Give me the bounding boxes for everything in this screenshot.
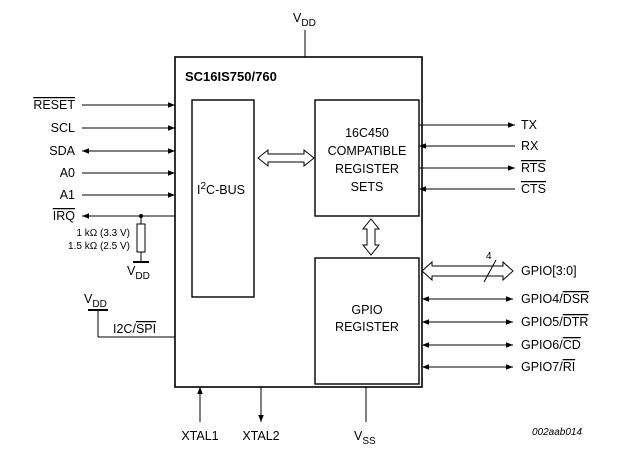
i2c-bus-block: I2C-BUS	[191, 99, 255, 298]
pin-tx: TX	[419, 118, 538, 132]
svg-text:REGISTER: REGISTER	[335, 320, 399, 334]
svg-text:XTAL1: XTAL1	[181, 429, 218, 443]
svg-text:GPIO5/DTR: GPIO5/DTR	[521, 315, 588, 329]
register-sets-block: 16C450 COMPATIBLE REGISTER SETS	[314, 99, 420, 217]
svg-text:GPIO7/RI: GPIO7/RI	[521, 360, 575, 374]
pin-a1: A1	[60, 188, 175, 202]
pin-rx: RX	[419, 139, 539, 153]
pin-sda: SDA	[49, 144, 175, 158]
pin-gpio5-dtr: GPIO5/DTR	[422, 315, 588, 329]
pin-gpio7-ri: GPIO7/RI	[422, 360, 575, 374]
pin-scl: SCL	[51, 121, 175, 135]
internal-bus-i2c-register	[257, 148, 315, 168]
svg-text:VDD: VDD	[293, 11, 316, 29]
pin-reset: RESET	[33, 98, 175, 112]
figure-id: 002aab014	[532, 427, 582, 438]
gpio-register-block: GPIO REGISTER	[314, 257, 420, 385]
svg-text:IRQ: IRQ	[53, 209, 76, 223]
svg-text:COMPATIBLE: COMPATIBLE	[328, 144, 407, 158]
svg-text:GPIO[3:0]: GPIO[3:0]	[521, 264, 577, 278]
svg-text:16C450: 16C450	[345, 126, 389, 140]
svg-text:RTS: RTS	[521, 161, 546, 175]
svg-text:GPIO: GPIO	[351, 303, 383, 317]
svg-text:VDD: VDD	[84, 292, 107, 310]
svg-text:1 kΩ (3.3 V): 1 kΩ (3.3 V)	[76, 228, 130, 239]
vss-pin: VSS	[354, 387, 376, 447]
svg-text:SETS: SETS	[351, 180, 384, 194]
pin-cts: CTS	[419, 182, 546, 196]
svg-text:GPIO4/DSR: GPIO4/DSR	[521, 292, 589, 306]
pin-irq: IRQ	[53, 209, 175, 223]
svg-text:I2C-BUS: I2C-BUS	[197, 181, 245, 197]
svg-text:SDA: SDA	[49, 144, 75, 158]
svg-text:A0: A0	[60, 166, 75, 180]
svg-text:RX: RX	[521, 139, 539, 153]
gpio-bus-0-3: 4 GPIO[3:0]	[421, 251, 577, 283]
vdd-top-pin: VDD	[293, 11, 316, 57]
chip-outline	[174, 56, 423, 388]
pin-xtal1: XTAL1	[181, 387, 219, 443]
pin-a0: A0	[60, 166, 175, 180]
svg-text:SCL: SCL	[51, 121, 75, 135]
svg-text:I2C/SPI: I2C/SPI	[113, 322, 156, 336]
svg-text:REGISTER: REGISTER	[335, 162, 399, 176]
svg-text:TX: TX	[521, 118, 538, 132]
internal-bus-register-gpio	[361, 218, 381, 256]
svg-text:A1: A1	[60, 188, 75, 202]
chip-title: SC16IS750/760	[185, 69, 277, 84]
svg-text:VSS: VSS	[354, 429, 376, 447]
svg-text:VDD: VDD	[127, 264, 150, 282]
svg-text:XTAL2: XTAL2	[242, 429, 279, 443]
svg-text:GPIO6/CD: GPIO6/CD	[521, 338, 581, 352]
svg-text:RESET: RESET	[33, 98, 75, 112]
svg-text:4: 4	[486, 251, 492, 262]
svg-text:1.5 kΩ (2.5 V): 1.5 kΩ (2.5 V)	[68, 241, 130, 252]
svg-text:CTS: CTS	[521, 182, 546, 196]
irq-pullup-resistor: 1 kΩ (3.3 V) 1.5 kΩ (2.5 V) VDD	[68, 214, 150, 282]
pin-gpio6-cd: GPIO6/CD	[422, 338, 581, 352]
pin-rts: RTS	[419, 161, 546, 175]
pin-i2c-spi: VDD I2C/SPI	[84, 292, 175, 338]
pin-gpio4-dsr: GPIO4/DSR	[422, 292, 589, 306]
pin-xtal2: XTAL2	[242, 387, 280, 443]
